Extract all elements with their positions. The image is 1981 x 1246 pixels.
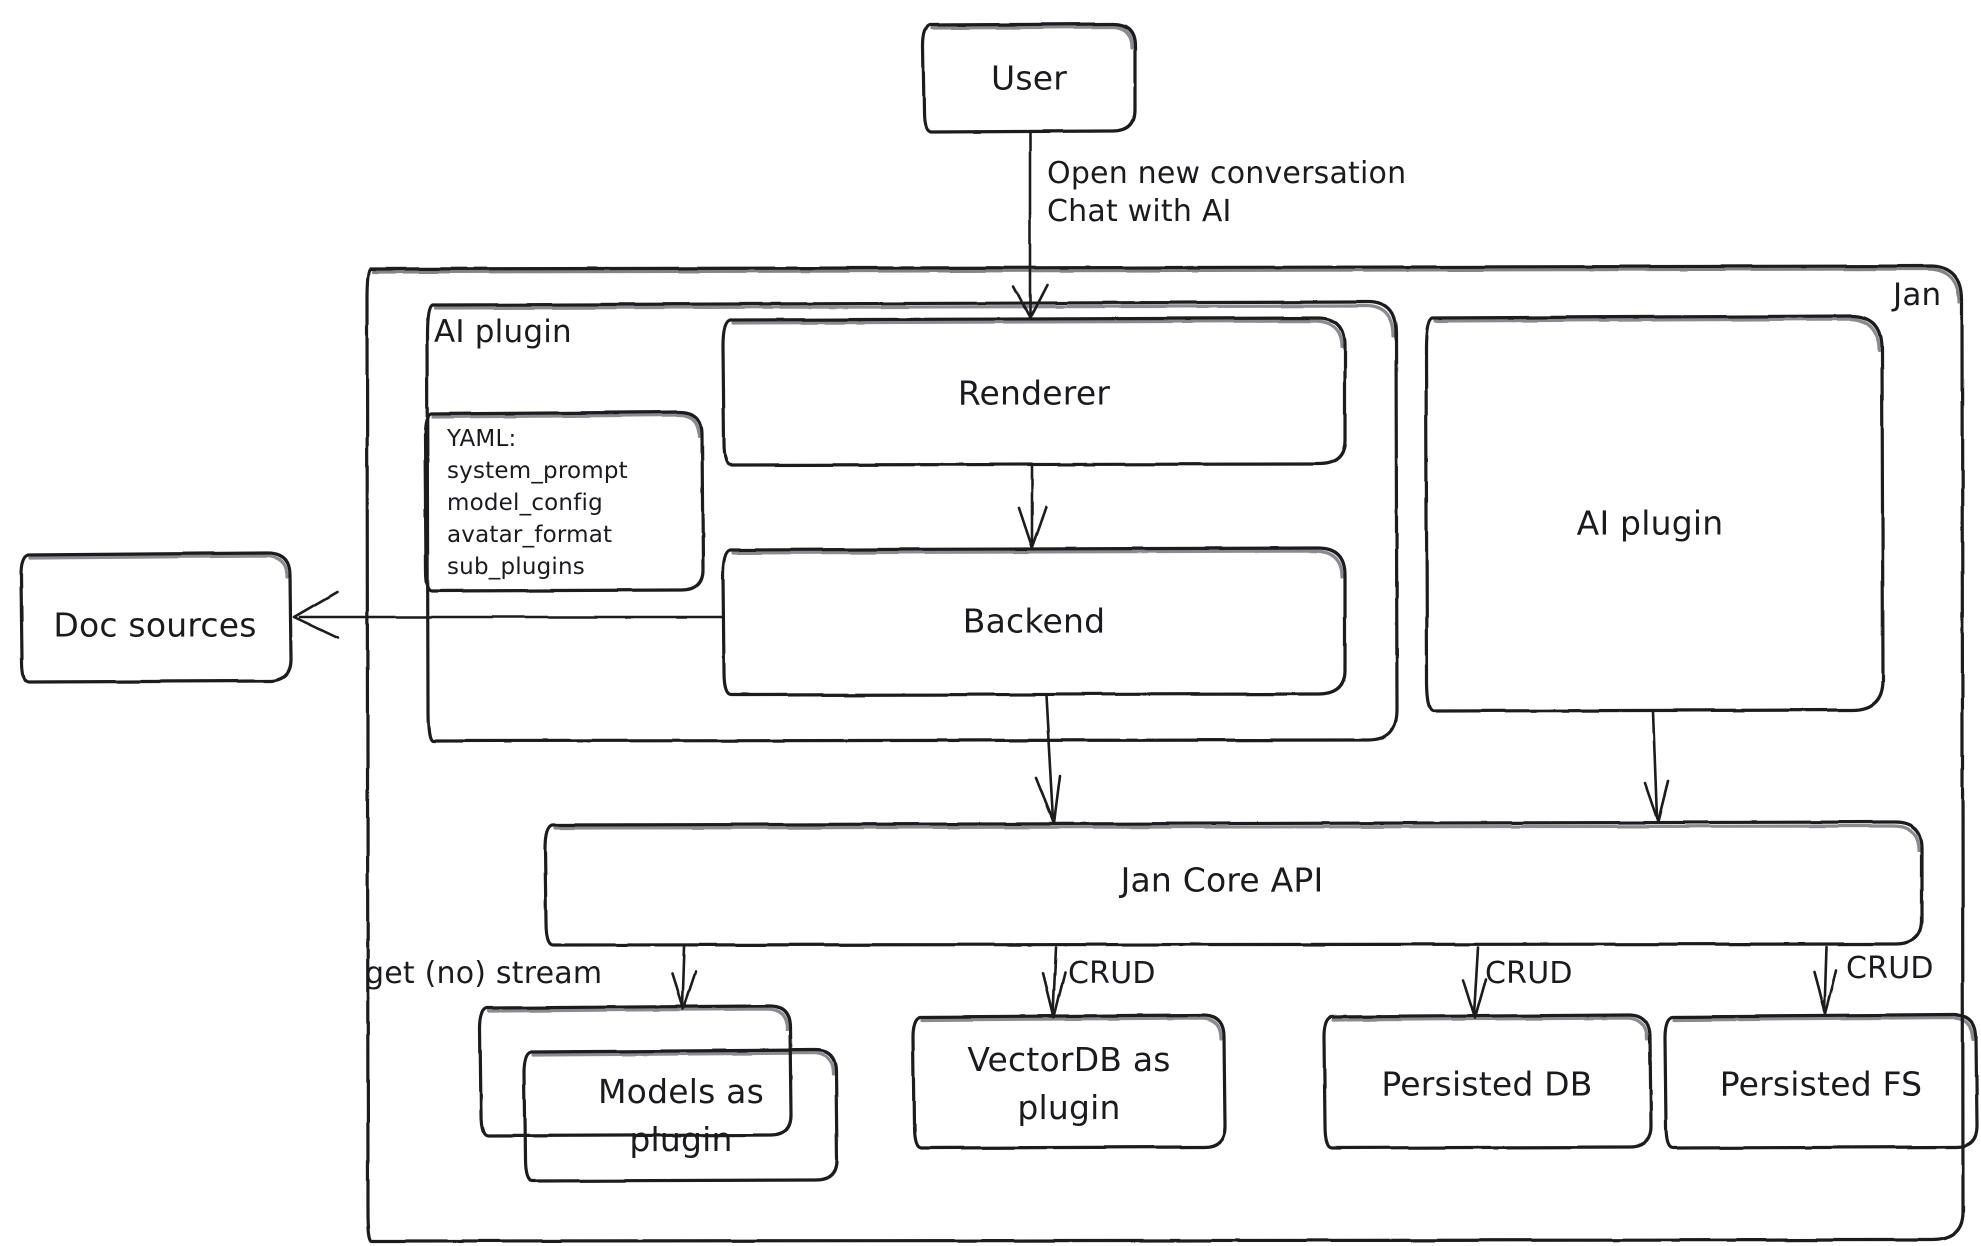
node-renderer-outline <box>721 316 1347 467</box>
node-persisted-fs-outline <box>1663 1013 1979 1150</box>
container-ai-plugin-group-outline <box>425 300 1399 743</box>
edge-backend-to-doc-sources <box>292 590 724 640</box>
container-jan-outline <box>365 264 1965 1243</box>
node-vectordb-plugin-outline <box>911 1013 1227 1150</box>
node-models-plugin-back-outline <box>478 1004 793 1138</box>
node-backend-outline <box>721 546 1347 697</box>
node-doc-sources-outline <box>19 551 293 684</box>
node-user-outline <box>921 22 1137 134</box>
edge-backend-to-jan-core-api <box>1034 694 1062 825</box>
yaml-note-outline <box>423 410 705 593</box>
node-models-plugin-outline <box>522 1048 839 1183</box>
node-persisted-db-outline <box>1322 1013 1653 1150</box>
edge-ai-plugin-to-jan-core-api <box>1643 710 1670 823</box>
edge-core-to-persisted-fs <box>1812 945 1838 1015</box>
edge-core-to-persisted-db <box>1461 945 1488 1020</box>
edge-renderer-to-backend <box>1017 464 1048 549</box>
node-ai-plugin-right-outline <box>1424 314 1885 713</box>
edge-core-to-models-plugin <box>670 945 697 1010</box>
node-jan-core-api-outline <box>543 820 1924 947</box>
edge-core-to-vectordb-plugin <box>1041 945 1067 1019</box>
edge-user-to-renderer <box>1011 131 1049 320</box>
